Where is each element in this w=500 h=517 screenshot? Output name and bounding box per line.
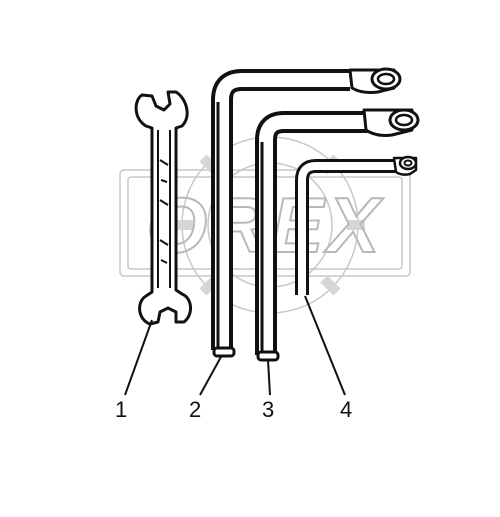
small-socket-wrench xyxy=(295,155,418,295)
callout-label-2: 2 xyxy=(189,397,202,422)
open-end-wrench xyxy=(134,90,192,326)
leader-line-3 xyxy=(267,359,271,396)
leader-line-4 xyxy=(304,295,346,396)
callout-label-3: 3 xyxy=(262,397,275,422)
leader-lines xyxy=(124,295,346,396)
leader-line-2 xyxy=(199,354,223,396)
callout-label-4: 4 xyxy=(340,397,353,422)
leader-line-1 xyxy=(124,319,153,396)
large-socket-wrench xyxy=(211,67,402,358)
callout-label-1: 1 xyxy=(115,397,128,422)
medium-socket-wrench xyxy=(255,108,420,362)
